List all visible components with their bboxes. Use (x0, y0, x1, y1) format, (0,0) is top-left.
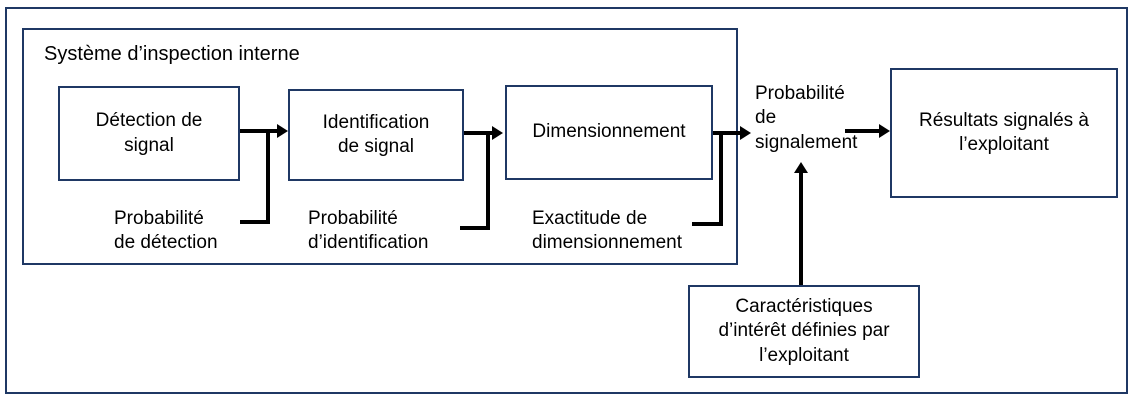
arrow-head-up-icon (794, 162, 808, 173)
arrow-head-right-icon (879, 124, 890, 138)
process-box-dimensionnement[interactable]: Dimensionnement (505, 85, 713, 180)
arrow-head-right-icon (740, 126, 751, 140)
process-box-identification-de-signal[interactable]: Identification de signal (288, 89, 464, 181)
internal-inspection-system-frame (22, 28, 738, 265)
label-probabilite-de-detection: Probabilité de détection (114, 208, 218, 254)
arrow-head-right-icon (492, 126, 503, 140)
connector-probabilite-didentification-vertical (486, 131, 490, 230)
connector-probabilite-de-detection-horizontal (240, 220, 270, 224)
connector-signalement-to-resultats-line (845, 129, 883, 133)
connector-identification-to-dimensionnement-line (464, 131, 494, 135)
label-probabilite-de-signalement: Probabilité de signalement (755, 83, 858, 153)
connector-probabilite-de-detection-vertical (266, 129, 270, 224)
process-box-detection-de-signal[interactable]: Détection de signal (58, 86, 240, 181)
internal-inspection-system-title: Système d’inspection interne (44, 43, 300, 65)
connector-probabilite-didentification-horizontal (460, 226, 490, 230)
connector-dimensionnement-to-signalement-line (713, 131, 743, 135)
connector-caracteristiques-to-signalement-line (799, 172, 803, 285)
process-box-caracteristiques-dinteret[interactable]: Caractéristiques d’intérêt définies par … (688, 285, 920, 378)
arrow-head-right-icon (277, 124, 288, 138)
connector-exactitude-dimensionnement-vertical (719, 131, 723, 226)
label-exactitude-de-dimensionnement: Exactitude de dimensionnement (532, 208, 682, 254)
outer-frame (5, 7, 1128, 394)
connector-detection-to-identification-line (240, 129, 280, 133)
connector-exactitude-dimensionnement-horizontal (692, 222, 723, 226)
label-probabilite-didentification: Probabilité d’identification (308, 208, 429, 254)
process-box-resultats-signales-a-lexploitant[interactable]: Résultats signalés à l’exploitant (890, 68, 1118, 198)
